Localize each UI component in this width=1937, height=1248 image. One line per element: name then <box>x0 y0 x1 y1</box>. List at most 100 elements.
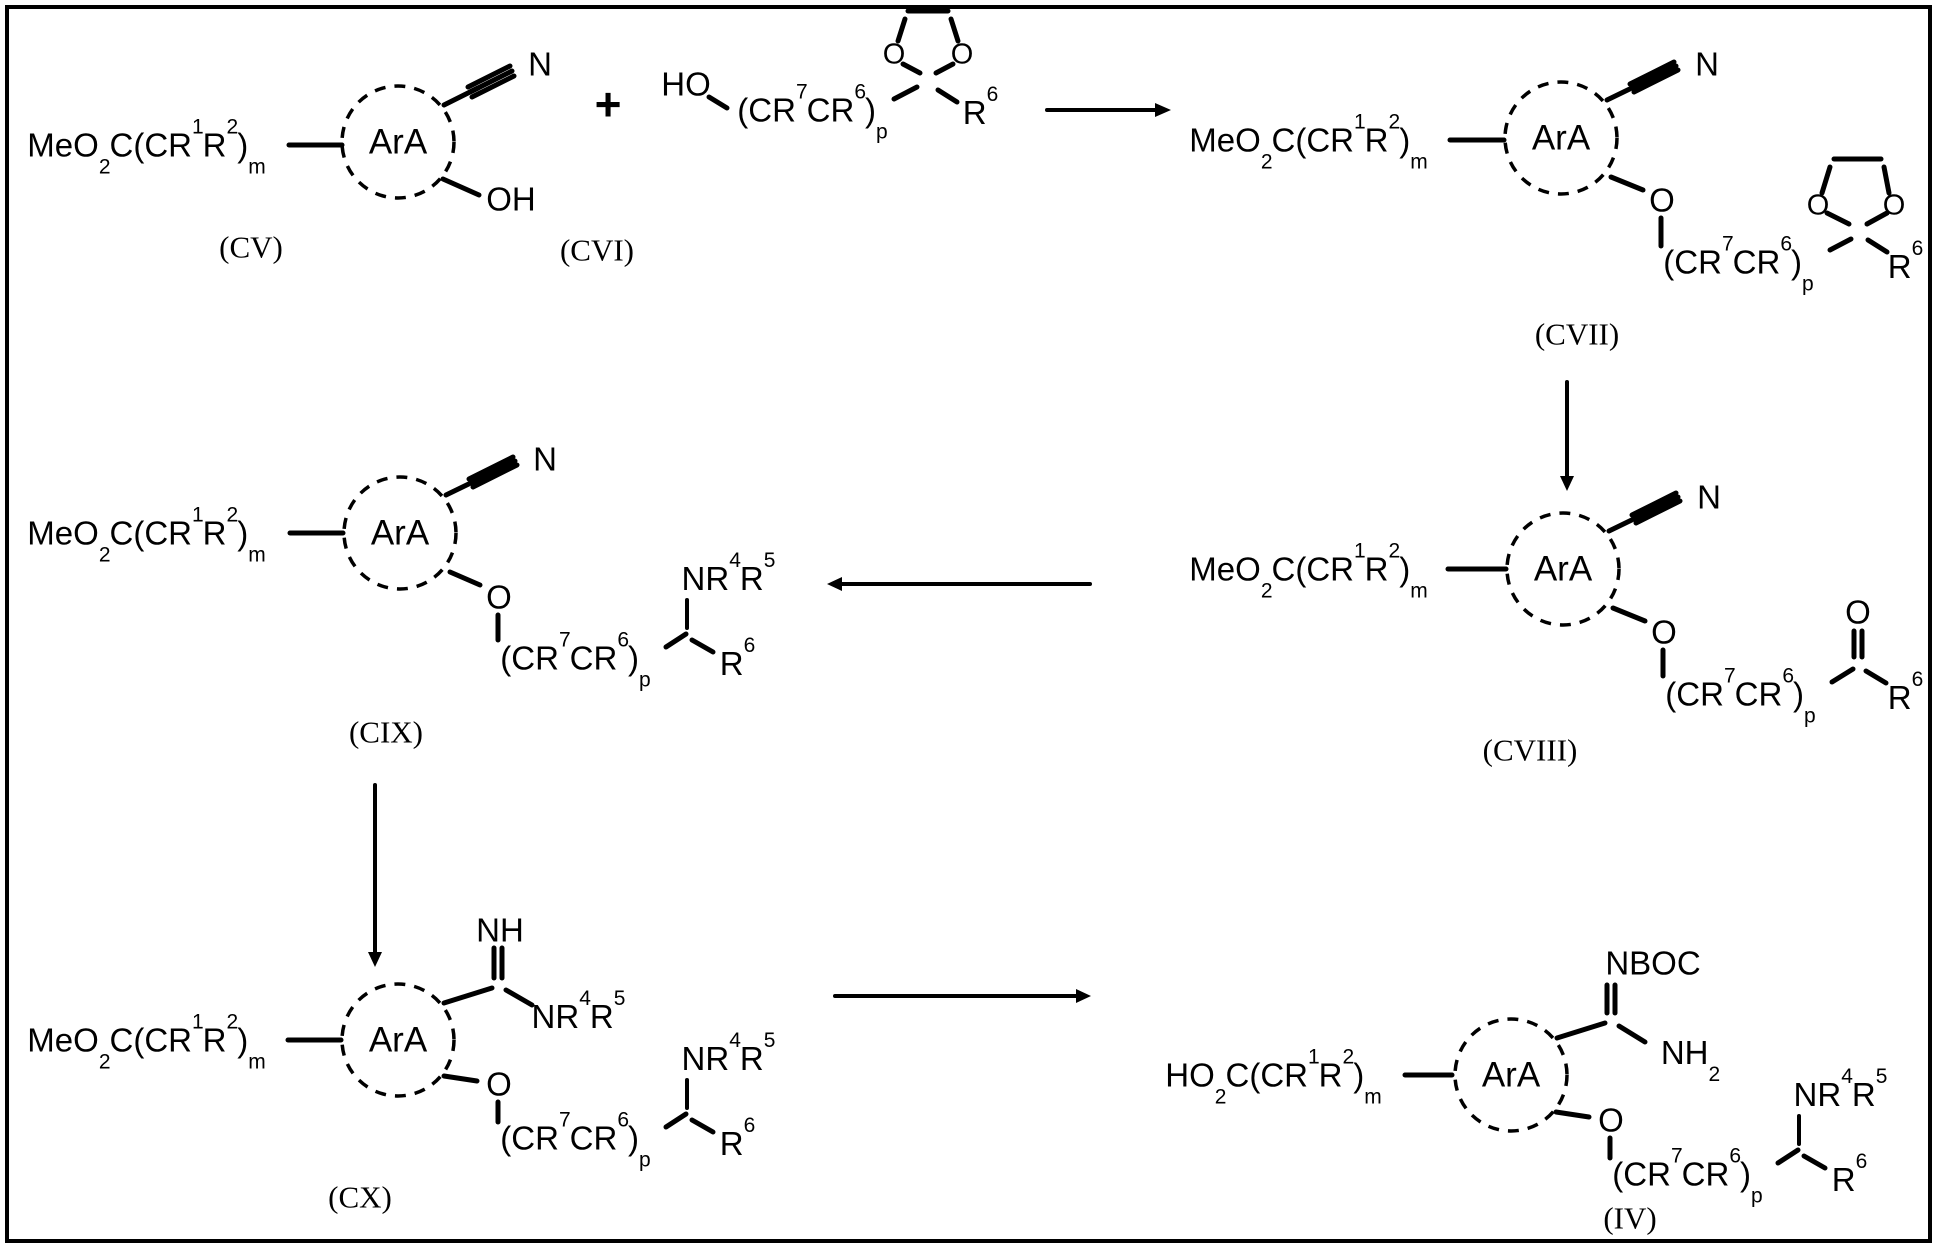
cviii-ether-o: O <box>1651 613 1677 651</box>
bond <box>689 637 716 655</box>
iv-ether-o: O <box>1598 1101 1624 1139</box>
cix-ara-core-label: ArA <box>370 513 430 553</box>
triple-bond <box>470 462 520 490</box>
ara-ring <box>1505 511 1621 627</box>
cviii-ester-chain-formula: MeO2C(CR1R2)m <box>1189 539 1427 603</box>
cix-r6-substituent: R6 <box>719 634 756 682</box>
triple-bond <box>467 68 515 95</box>
bond <box>1863 668 1889 686</box>
dioxolane-ring-bond <box>1881 164 1892 196</box>
cv-ara-core-label: ArA <box>368 122 428 162</box>
cviii-ara-core-label: ArA <box>1533 549 1593 589</box>
bond <box>441 985 495 1006</box>
cviii-linker-chain-formula: (CR7CR6)p <box>1665 664 1815 728</box>
cvii-nitrile-n: N <box>1695 45 1719 83</box>
cix-nitrile-n: N <box>533 440 557 478</box>
ara-ring <box>1453 1017 1569 1133</box>
cix-amine-nr4r5: NR4R5 <box>681 549 776 597</box>
dioxolane-ring-bond <box>895 16 908 44</box>
ara-ring <box>342 475 458 591</box>
iv-nboc-group: NBOC <box>1605 944 1701 982</box>
cvi-dioxolane-o-left: O <box>882 38 906 71</box>
cviii-carbonyl-o: O <box>1845 593 1871 631</box>
structure-cvi-bonds <box>706 8 961 111</box>
compound-label-iv: (IV) <box>1603 1200 1657 1236</box>
bond <box>663 1111 689 1130</box>
figure-border <box>5 5 1932 1243</box>
arrow-head <box>1560 476 1574 491</box>
cx-ara-core-label: ArA <box>368 1020 428 1060</box>
cviii-r6-substituent: R6 <box>1887 668 1924 716</box>
structure-iv-bonds <box>1402 982 1828 1171</box>
cv-ester-chain-formula: MeO2C(CR1R2)m <box>27 115 265 179</box>
cx-ester-chain-formula: MeO2C(CR1R2)m <box>27 1010 265 1074</box>
compound-label-cix: (CIX) <box>348 714 424 750</box>
cix-ester-chain-formula: MeO2C(CR1R2)m <box>27 503 265 567</box>
cvi-dioxolane-o-right: O <box>950 38 974 71</box>
bond <box>1553 1109 1592 1120</box>
cx-r6-substituent: R6 <box>719 1114 756 1162</box>
bond <box>447 569 483 588</box>
compound-label-cx: (CX) <box>328 1179 392 1215</box>
arrow-head <box>1076 989 1091 1003</box>
dioxolane-ring-bond <box>1824 210 1852 227</box>
reaction-arrow-left-1 <box>827 577 1092 591</box>
cx-imine-nh: NH <box>476 911 524 949</box>
compound-label-cviii: (CVIII) <box>1482 732 1578 768</box>
dioxolane-ring-bond <box>933 61 956 76</box>
plus-sign: + <box>594 78 622 130</box>
structure-cix-bonds <box>287 454 716 655</box>
bond <box>1829 666 1856 685</box>
bond <box>935 87 960 105</box>
cvii-ester-chain-formula: MeO2C(CR1R2)m <box>1189 110 1427 174</box>
cvi-linker-chain-formula: (CR7CR6)p <box>737 80 887 144</box>
triple-bond <box>1633 498 1683 526</box>
cvi-r6-substituent: R6 <box>962 83 999 131</box>
cviii-nitrile-n: N <box>1697 478 1721 516</box>
structure-cv-bonds <box>286 63 517 200</box>
dioxolane-ring-bond <box>900 61 923 76</box>
triple-bond <box>1629 63 1679 91</box>
bond <box>1554 1020 1608 1041</box>
cix-linker-chain-formula: (CR7CR6)p <box>500 628 650 692</box>
bond <box>1827 236 1854 253</box>
cvii-dioxolane-o-right: O <box>1882 189 1906 222</box>
bond <box>1801 1153 1828 1171</box>
triple-bond <box>466 454 516 482</box>
reaction-arrow-down-2 <box>368 783 382 967</box>
bond <box>1608 174 1646 193</box>
compound-label-cv: (CV) <box>219 229 283 265</box>
iv-acid-chain-formula: HO2C(CR1R2)m <box>1165 1045 1381 1109</box>
dioxolane-ring-bond <box>1819 164 1833 196</box>
iv-ara-core-label: ArA <box>1481 1055 1541 1095</box>
cvii-ara-core-label: ArA <box>1531 118 1591 158</box>
cvii-ether-o: O <box>1649 181 1675 219</box>
iv-r6-substituent: R6 <box>1831 1150 1868 1198</box>
dioxolane-ring-bond <box>948 16 961 44</box>
structure-cx-bonds <box>285 945 716 1135</box>
cx-ether-o: O <box>486 1065 512 1103</box>
triple-bond <box>465 63 513 90</box>
iv-amine-nh2: NH2 <box>1660 1034 1720 1086</box>
cix-ether-o: O <box>486 578 512 616</box>
cv-hydroxyl: OH <box>486 180 536 218</box>
bond <box>891 84 920 102</box>
compound-label-cvi: (CVI) <box>559 232 635 268</box>
iv-linker-chain-formula: (CR7CR6)p <box>1612 1144 1762 1208</box>
bond <box>1610 605 1648 624</box>
cvii-dioxolane-o-left: O <box>1806 189 1830 222</box>
reaction-arrow-right-2 <box>833 989 1091 1003</box>
triple-bond <box>469 73 517 100</box>
arrow-head <box>1155 103 1171 117</box>
cx-linker-chain-formula: (CR7CR6)p <box>500 1108 650 1172</box>
bond <box>1775 1147 1801 1166</box>
bond <box>1865 237 1890 255</box>
cvi-hydroxyl: HO <box>661 65 711 103</box>
bond <box>689 1117 716 1135</box>
arrow-head <box>827 577 842 591</box>
dioxolane-ring-bond <box>1864 210 1890 227</box>
ara-ring <box>1503 80 1619 196</box>
bond <box>706 94 730 111</box>
compound-label-cvii: (CVII) <box>1534 316 1620 352</box>
